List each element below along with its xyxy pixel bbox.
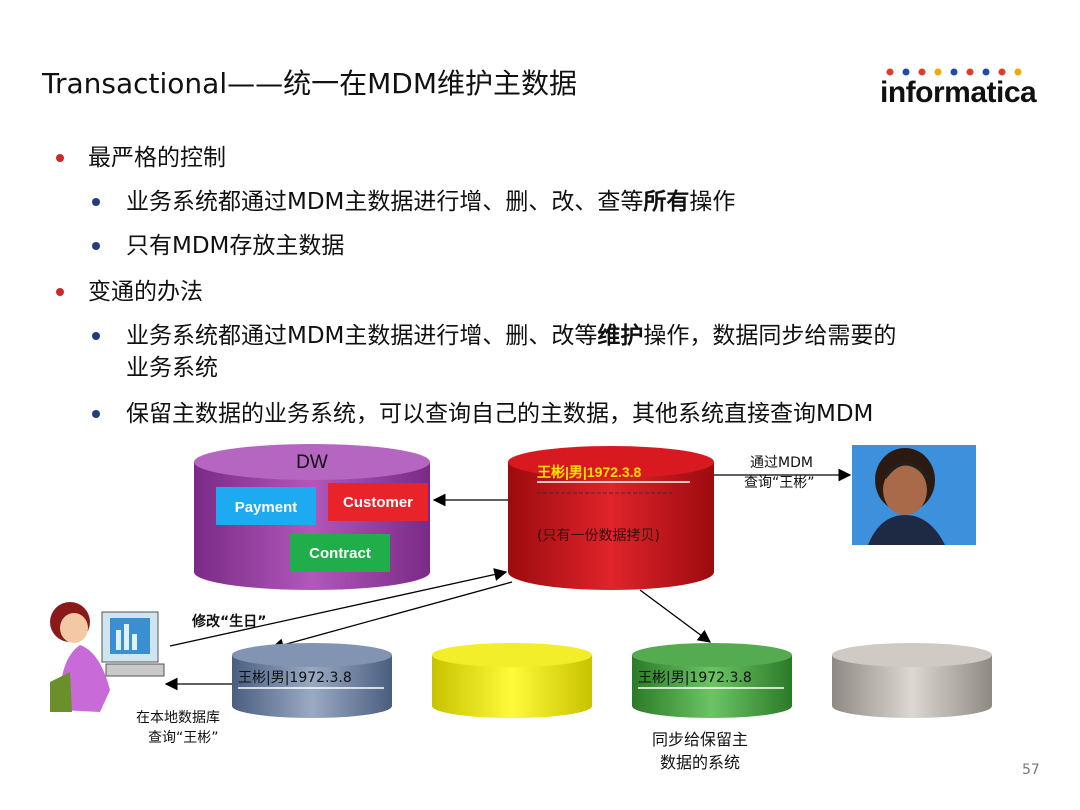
dw-label: DW xyxy=(296,452,328,473)
sync-label-1: 同步给保留主 xyxy=(652,730,748,749)
synced-database: 王彬|男|1972.3.8 xyxy=(632,643,792,718)
bullet-level2: 保留主数据的业务系统，可以查询自己的主数据，其他系统直接查询MDM xyxy=(126,401,874,427)
logo-dot xyxy=(1014,68,1022,76)
local-query-label-2: 查询“王彬” xyxy=(148,730,219,746)
contract-label: Contract xyxy=(309,545,371,562)
logo-dots xyxy=(884,62,1034,81)
modify-arrow xyxy=(169,568,508,647)
synced-record: 王彬|男|1972.3.8 xyxy=(638,670,752,686)
mdm-database: 王彬|男|1972.3.8 (只有一份数据拷贝) xyxy=(508,446,714,590)
bullet-dot xyxy=(92,332,100,340)
bullet-dot xyxy=(92,242,100,250)
bullet-level1: 最严格的控制 xyxy=(88,145,226,171)
bullet-level2: 只有MDM存放主数据 xyxy=(126,233,345,259)
sync-label-2: 数据的系统 xyxy=(660,753,740,772)
dw-table-customer: Customer xyxy=(328,483,428,521)
bullet-level2: 业务系统都通过MDM主数据进行增、删、改、查等所有操作 xyxy=(126,189,736,215)
sync-arrow xyxy=(639,589,712,643)
query-mdm-label-1: 通过MDM xyxy=(750,455,813,471)
local-record: 王彬|男|1972.3.8 xyxy=(238,670,352,686)
bullet-level2: 业务系统都通过MDM主数据进行增、删、改等维护操作，数据同步给需要的 xyxy=(126,323,897,349)
slide-title: Transactional——统一在MDM维护主数据 xyxy=(42,67,577,100)
logo-dot xyxy=(902,68,910,76)
user-at-computer-image xyxy=(50,602,165,712)
informatica-logo: informatica xyxy=(880,62,1040,122)
mdm-record: 王彬|男|1972.3.8 xyxy=(537,464,642,480)
modify-label: 修改“生日” xyxy=(191,613,266,630)
query-mdm-label-2: 查询“王彬” xyxy=(744,475,815,491)
logo-dot xyxy=(918,68,926,76)
logo-dot xyxy=(966,68,974,76)
logo-dot xyxy=(886,68,894,76)
bullet-level2-continued: 业务系统 xyxy=(126,355,218,381)
logo-dot xyxy=(950,68,958,76)
mdm-note: (只有一份数据拷贝) xyxy=(537,528,660,544)
business-system-database-yellow xyxy=(432,643,592,718)
bullet-level1: 变通的办法 xyxy=(88,279,203,305)
call-center-agent-image xyxy=(852,445,976,545)
customer-label: Customer xyxy=(343,494,413,511)
mdm-to-local-arrow xyxy=(270,581,513,652)
bullet-dot xyxy=(92,198,100,206)
dw-table-payment: Payment xyxy=(216,487,316,525)
logo-dot xyxy=(998,68,1006,76)
bullet-dot xyxy=(56,154,64,162)
local-query-label-1: 在本地数据库 xyxy=(136,710,220,726)
business-system-database-gray xyxy=(832,643,992,718)
dw-table-contract: Contract xyxy=(290,534,390,572)
page-number: 57 xyxy=(1022,762,1040,778)
logo-dot xyxy=(982,68,990,76)
local-database: 王彬|男|1972.3.8 xyxy=(232,643,392,718)
payment-label: Payment xyxy=(235,499,298,516)
logo-text: informatica xyxy=(880,76,1037,109)
bullet-dot xyxy=(92,410,100,418)
bullet-dot xyxy=(56,288,64,296)
logo-dot xyxy=(934,68,942,76)
